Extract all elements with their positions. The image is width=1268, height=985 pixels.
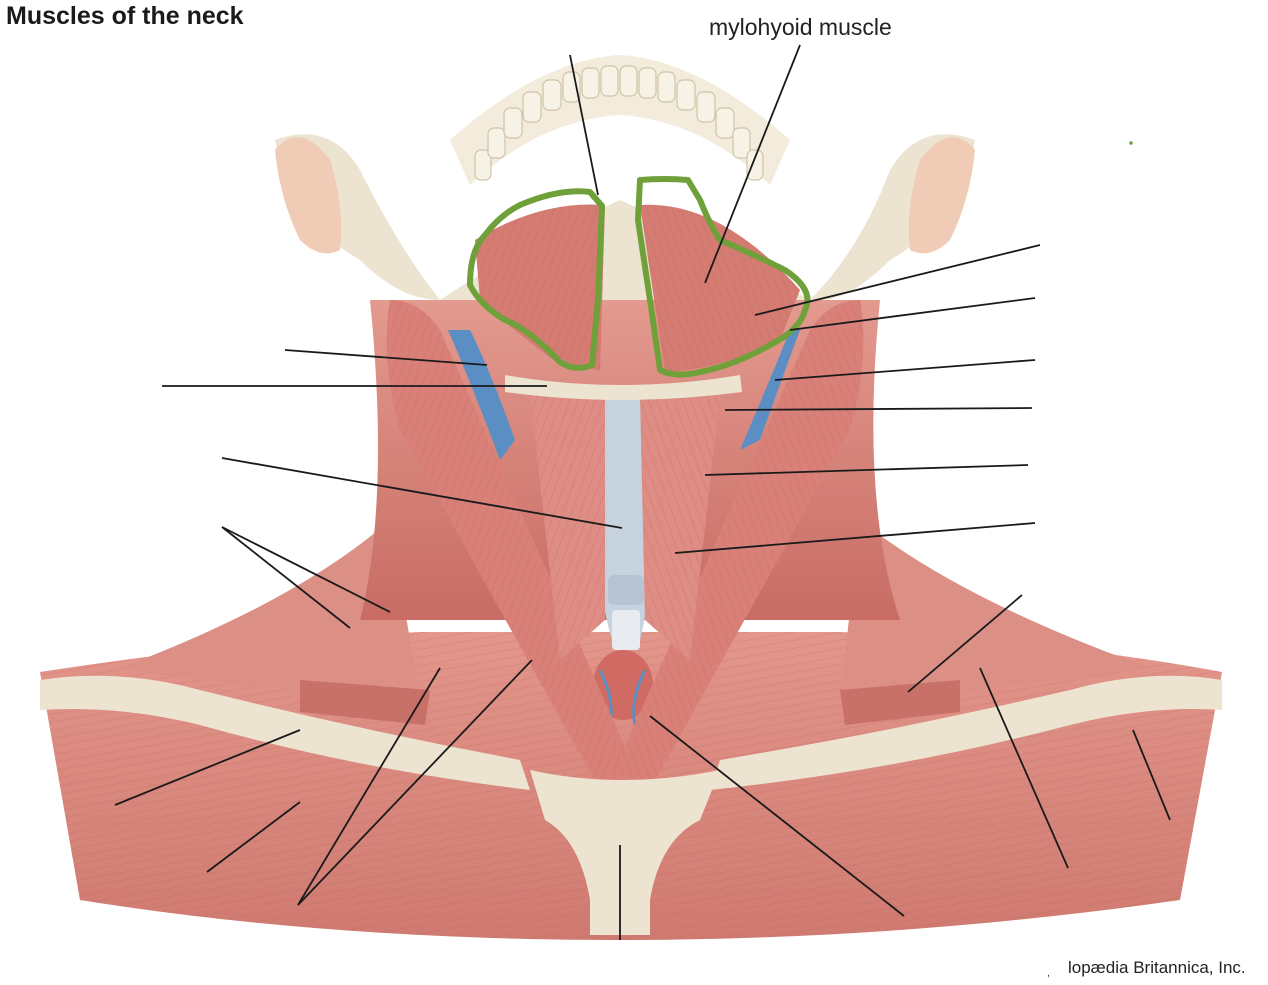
- leader-line: [114, 729, 301, 806]
- leader-line: [754, 244, 1041, 316]
- leader-line: [569, 54, 599, 196]
- page-title: Muscles of the neck: [6, 2, 244, 30]
- leader-line: [221, 457, 623, 529]
- leader-line: [704, 44, 801, 284]
- thyroid: [593, 650, 653, 720]
- teeth: [474, 65, 764, 181]
- ear-left: [275, 137, 342, 254]
- omohyoid-right: [840, 680, 960, 725]
- leader-line: [789, 297, 1036, 331]
- leader-line: [221, 526, 351, 629]
- sternum: [530, 770, 720, 935]
- leader-line: [297, 659, 533, 906]
- leader-line: [724, 407, 1033, 411]
- leader-line: [674, 522, 1036, 554]
- leader-line: [1132, 729, 1171, 821]
- trapezius-right: [840, 520, 1150, 700]
- clavicle-right: [710, 675, 1222, 790]
- credit-text: lopædia Britannica, Inc.: [1068, 958, 1246, 977]
- leader-line: [907, 594, 1023, 693]
- leader-line: [774, 359, 1036, 381]
- leader-line: [206, 801, 301, 873]
- highlight-outline-left: [467, 188, 605, 371]
- leader-line: [704, 464, 1029, 476]
- mandible: [275, 134, 975, 300]
- leader-line: [649, 715, 905, 917]
- jugular-vein-right: [740, 330, 800, 450]
- leader-line: [979, 667, 1069, 869]
- leader-line: [221, 526, 391, 613]
- mylohyoid-label: mylohyoid muscle: [709, 14, 892, 40]
- highlight-outline-right: [635, 176, 811, 378]
- ear-right: [908, 137, 975, 254]
- trapezius-left: [120, 520, 420, 700]
- leader-line: [297, 667, 441, 906]
- leader-lines: [114, 44, 1171, 940]
- stray-dot: [1129, 141, 1133, 145]
- credit-mark: ,: [1047, 968, 1050, 979]
- omohyoid-left: [300, 680, 430, 725]
- hyoid-bone: [505, 375, 742, 400]
- clavicle-left: [40, 675, 530, 790]
- leader-line: [284, 349, 488, 366]
